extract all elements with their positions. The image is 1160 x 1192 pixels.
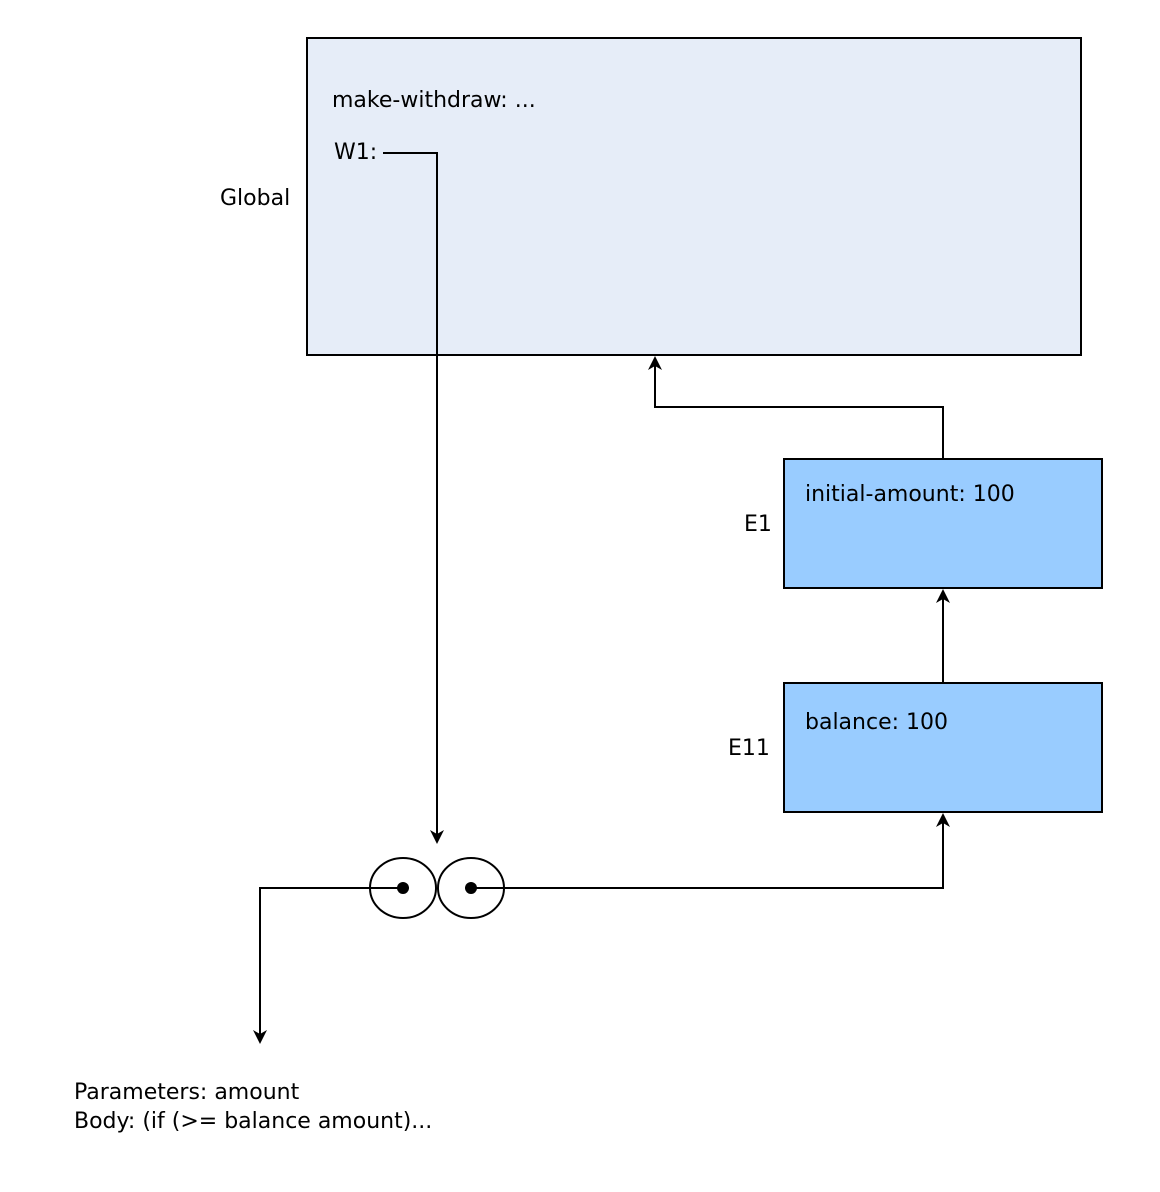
procedure-parameters: Parameters: amount [74,1080,300,1105]
balance-binding: balance: 100 [805,710,948,735]
e1-frame-label: E1 [744,512,772,537]
e1-frame [783,458,1103,589]
global-frame [306,37,1082,356]
e1-to-global-arrow [648,356,944,459]
global-frame-label: Global [220,186,290,211]
initial-amount-binding: initial-amount: 100 [805,482,1015,507]
e11-frame-label: E11 [728,736,770,761]
procedure-env-arrow [471,813,950,889]
w1-pointer-arrow [383,152,444,844]
procedure-body: Body: (if (>= balance amount)... [74,1109,432,1134]
procedure-code-arrow [253,887,403,1044]
e11-frame [783,682,1103,813]
w1-binding: W1: [334,140,377,165]
make-withdraw-binding: make-withdraw: ... [332,88,536,113]
